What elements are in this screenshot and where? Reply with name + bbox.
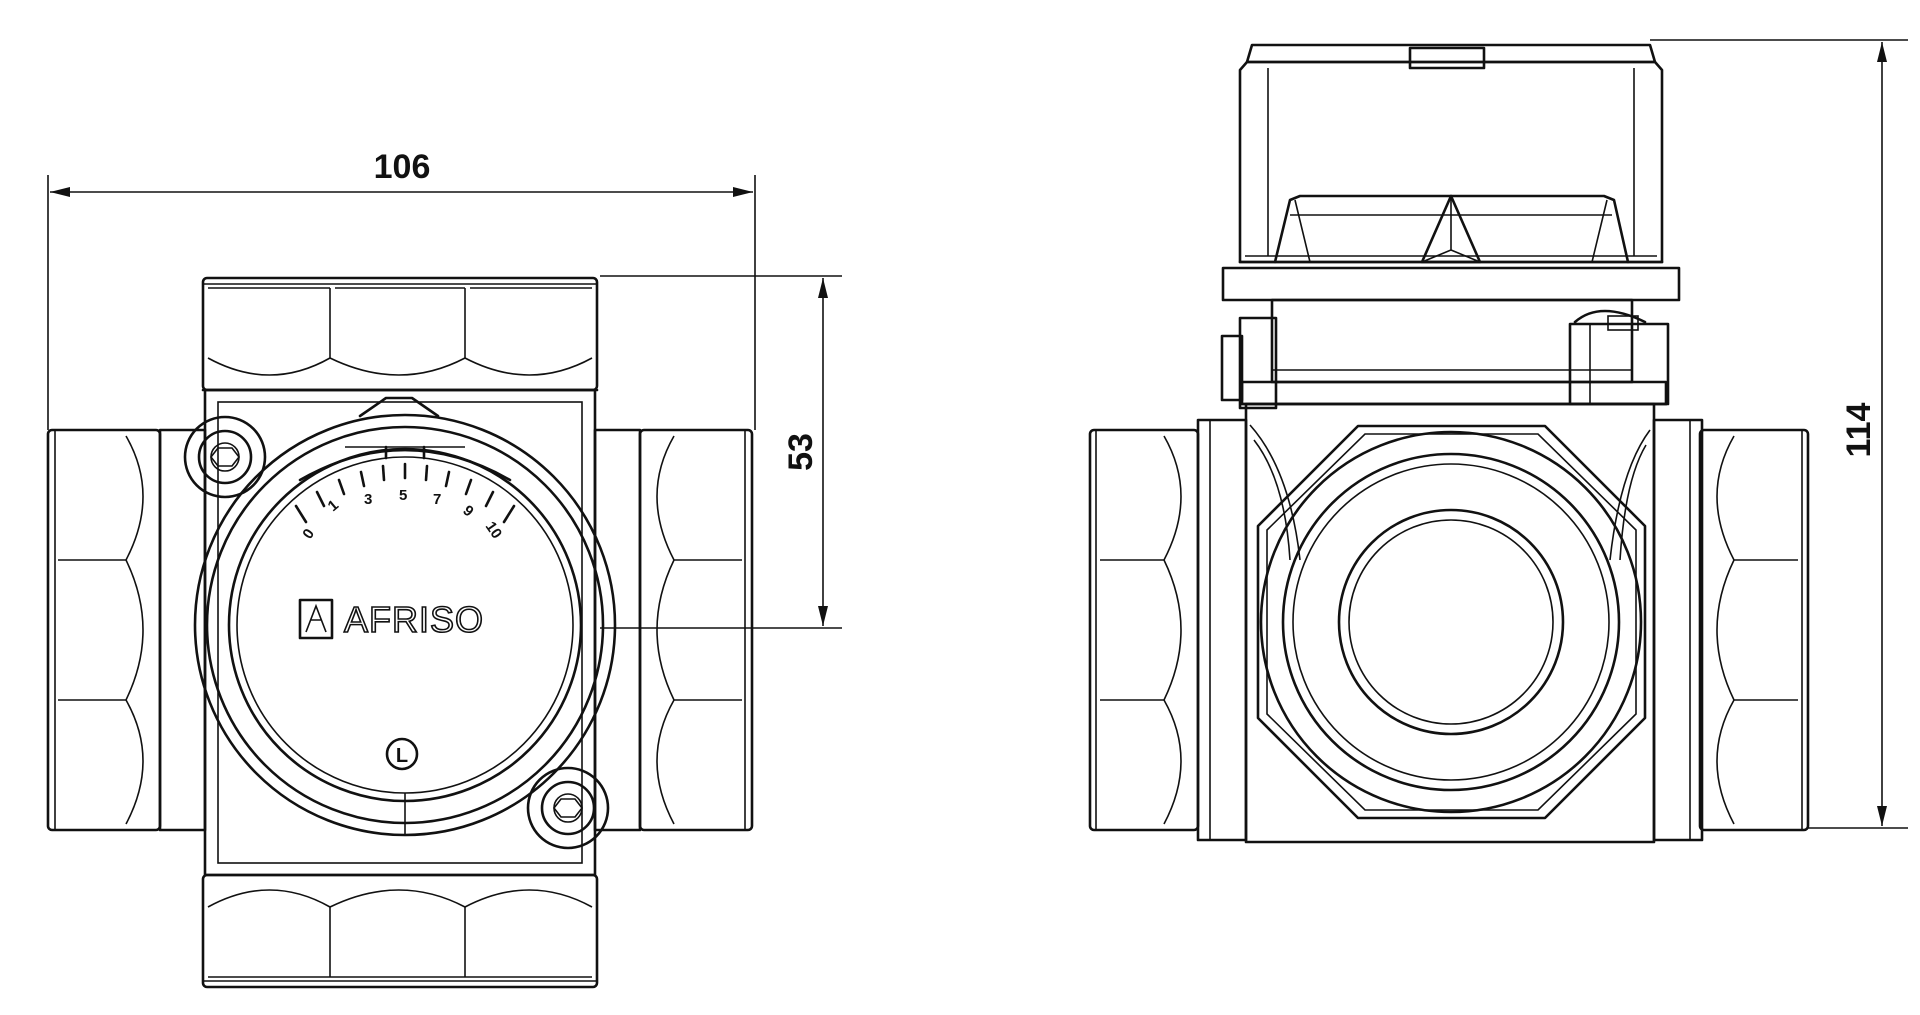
dimension-width: 106 (47, 148, 756, 430)
left-port-nut (46, 428, 207, 832)
side-valve-body (1244, 402, 1656, 844)
dimension-width-label: 106 (374, 148, 431, 186)
scale-label-3: 3 (364, 491, 372, 508)
actuator-coupling (1220, 298, 1670, 410)
triangle-arrow-icon (1420, 194, 1482, 264)
dial-scale-labels: 0 1 3 5 7 9 10 (299, 487, 505, 542)
dial (193, 396, 617, 837)
dimension-height-front-label: 53 (782, 433, 820, 471)
front-view: 0 1 3 5 7 9 10 AFRISO L (46, 276, 754, 989)
mode-label: L (396, 745, 408, 767)
side-left-port-nut (1088, 418, 1248, 842)
valve-body (203, 388, 597, 877)
dimension-height-side-label: 114 (1840, 402, 1878, 457)
scale-label-0: 0 (299, 526, 318, 543)
side-right-port-nut (1652, 418, 1810, 842)
outlet-port-nut (1256, 424, 1647, 820)
bottom-port-nut (201, 873, 599, 989)
scale-label-7: 7 (433, 491, 441, 508)
dimension-height-front: 53 (600, 275, 842, 629)
side-view (1088, 43, 1810, 844)
dimension-height-side: 114 (1650, 39, 1908, 829)
right-port-nut (593, 428, 754, 832)
scale-label-1: 1 (325, 497, 342, 515)
scale-label-10: 10 (482, 519, 505, 542)
dial-scale-ticks (294, 462, 516, 524)
scale-label-5: 5 (399, 487, 407, 504)
top-port-nut (201, 276, 599, 392)
mode-indicator (385, 737, 419, 771)
scale-label-9: 9 (459, 502, 476, 520)
brand-name: AFRISO (344, 599, 484, 640)
mounting-boss-top-left (183, 415, 267, 499)
mounting-boss-bottom-right (526, 766, 610, 850)
afriso-triangle-logo-icon (298, 598, 334, 640)
